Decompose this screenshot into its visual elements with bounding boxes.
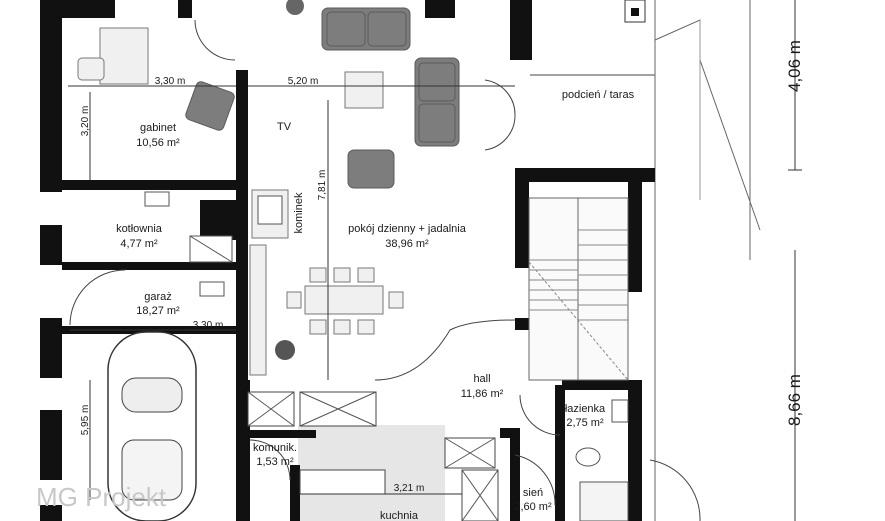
room-area-gabinet: 10,56 m² (136, 137, 180, 149)
kitchen-units (247, 391, 499, 521)
room-area-kotlownia: 4,77 m² (120, 238, 158, 250)
dim-living-width: 5,20 m (288, 76, 319, 87)
room-name-kotlownia: kotłownia (116, 223, 163, 235)
walls (40, 0, 655, 521)
car (107, 331, 197, 521)
living-furniture (77, 0, 460, 376)
room-area-pokoj: 38,96 m² (385, 238, 429, 250)
dimension-lines (68, 0, 802, 521)
doors (69, 19, 701, 521)
room-name-pokoj: pokój dzienny + jadalnia (348, 223, 467, 235)
fireplace-label: kominek (293, 192, 305, 233)
dim-gabinet-width: 3,30 m (155, 76, 186, 87)
dim-garage-width: 3,30 m (193, 320, 224, 331)
room-area-komunik: 1,53 m² (256, 456, 294, 468)
room-area-garaz: 18,27 m² (136, 305, 180, 317)
room-name-podcien: podcień / taras (562, 89, 635, 101)
dim-living-height: 7,81 m (317, 170, 328, 201)
room-name-komunik: komunik. (253, 442, 297, 454)
watermark: MG Projekt (36, 482, 167, 512)
room-name-hall: hall (473, 373, 490, 385)
room-name-garaz: garaż (144, 291, 172, 303)
room-area-hall: 11,86 m² (461, 388, 504, 400)
dim-overall-top: 4,06 m (785, 40, 804, 92)
room-name-kuchnia: kuchnia (380, 510, 419, 521)
room-area-lazienka: 2,75 m² (566, 417, 604, 429)
bathroom-fixtures (144, 191, 629, 521)
room-name-sien: sień (523, 487, 543, 499)
room-name-gabinet: gabinet (140, 122, 176, 134)
dim-overall-bottom: 8,66 m (785, 374, 804, 426)
room-name-lazienka: łazienka (565, 403, 606, 415)
dim-kitchen-width: 3,21 m (394, 483, 425, 494)
dim-gabinet-height: 3,20 m (80, 106, 91, 137)
tv-label: TV (277, 121, 292, 133)
room-area-sien: 2,60 m² (514, 501, 552, 513)
dim-garage-height: 5,95 m (80, 405, 91, 436)
staircase (528, 197, 629, 381)
